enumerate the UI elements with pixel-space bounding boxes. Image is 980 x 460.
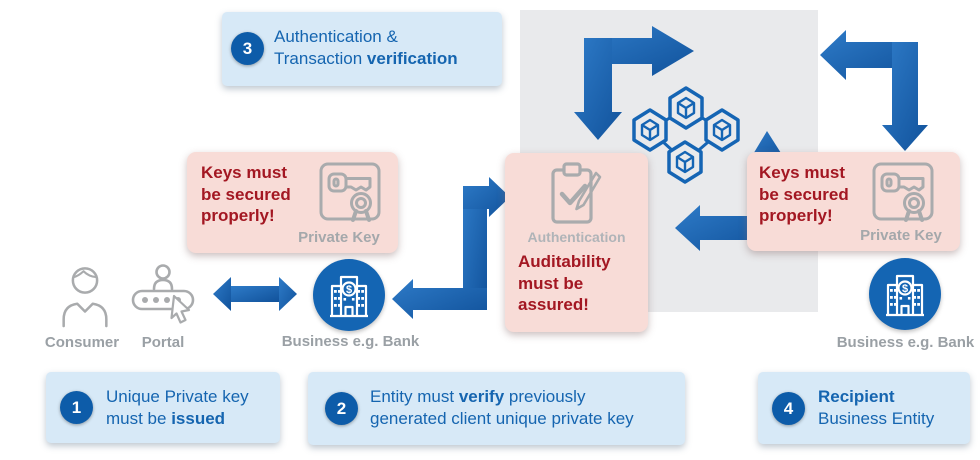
private-key-icon (872, 162, 934, 222)
bank-left-icon: $ (313, 259, 385, 331)
private-key-label-right: Private Key (860, 227, 942, 244)
step-4-text: Recipient Business Entity (818, 386, 934, 430)
step-2-number: 2 (325, 392, 358, 425)
step-1-box: 1 Unique Private key must be issued (46, 372, 280, 443)
step-1-line1: Unique Private key (106, 387, 249, 406)
step-2-line1-bold: verify (458, 387, 505, 406)
bank-building-icon: $ (330, 275, 368, 318)
step-2-line1-rest: previously (504, 387, 586, 406)
step-3-line2-bold: verification (366, 48, 458, 68)
keys-warning-box-right: Keys must be secured properly! Private K… (747, 152, 960, 251)
step-4-number: 4 (772, 392, 805, 425)
authentication-box: Authentication Auditability must be assu… (505, 153, 648, 332)
dollar-symbol: $ (346, 284, 352, 296)
authentication-clipboard-icon (551, 162, 602, 224)
step-3-line2: Transaction (274, 48, 367, 68)
step-3-text: Authentication & Transaction verificatio… (274, 26, 458, 70)
arrow-portal-bank-righthead-icon (279, 277, 297, 311)
arrow-auth-bank-lefthead-icon (392, 279, 487, 319)
step-1-number: 1 (60, 391, 93, 424)
private-key-label-left: Private Key (298, 229, 380, 246)
arrow-auth-bank-vertical-icon (463, 186, 487, 310)
step-3-box: 3 Authentication & Transaction verificat… (222, 12, 502, 86)
step-4-box: 4 Recipient Business Entity (758, 372, 970, 444)
step-2-line2: generated client unique private key (370, 408, 634, 428)
consumer-person-icon (62, 267, 108, 328)
keys-warning-text-left: Keys must be secured properly! (201, 163, 291, 226)
arrow-auth-bank-righthead-icon (463, 177, 510, 217)
blockchain-icon (632, 86, 740, 184)
arrow-right-network-left-icon (820, 30, 918, 80)
step-3-line1: Authentication & (274, 27, 398, 46)
auditability-warning-text: Auditability must be assured! (518, 252, 611, 315)
step-2-box: 2 Entity must verify previously generate… (308, 372, 685, 445)
keys-warning-box-left: Keys must be secured properly! Private K… (187, 152, 398, 253)
dollar-symbol: $ (902, 283, 908, 295)
private-key-icon (319, 162, 381, 222)
step-1-text: Unique Private key must be issued (106, 386, 249, 430)
authentication-label: Authentication (527, 229, 626, 245)
bank-left-label: Business e.g. Bank (281, 333, 420, 350)
step-2-text: Entity must verify previously generated … (370, 386, 634, 430)
step-4-line2: Business Entity (818, 408, 935, 428)
arrow-portal-bank-shaft-icon (231, 286, 279, 302)
consumer-label: Consumer (44, 334, 120, 351)
portal-icon (131, 264, 195, 324)
step-1-line2: must be (106, 408, 172, 428)
step-2-line1: Entity must (370, 387, 459, 406)
cursor-icon (170, 294, 191, 324)
step-3-number: 3 (231, 32, 264, 65)
bank-right-label: Business e.g. Bank (836, 334, 975, 351)
step-4-line1-bold: Recipient (818, 387, 895, 406)
bank-right-icon: $ (869, 258, 941, 330)
arrow-right-keys-down-icon (882, 42, 928, 151)
step-1-line2-bold: issued (171, 408, 226, 428)
bank-building-icon: $ (886, 274, 924, 317)
portal-label: Portal (141, 334, 185, 351)
arrow-portal-bank-lefthead-icon (213, 277, 231, 311)
keys-warning-text-right: Keys must be secured properly! (759, 163, 849, 226)
